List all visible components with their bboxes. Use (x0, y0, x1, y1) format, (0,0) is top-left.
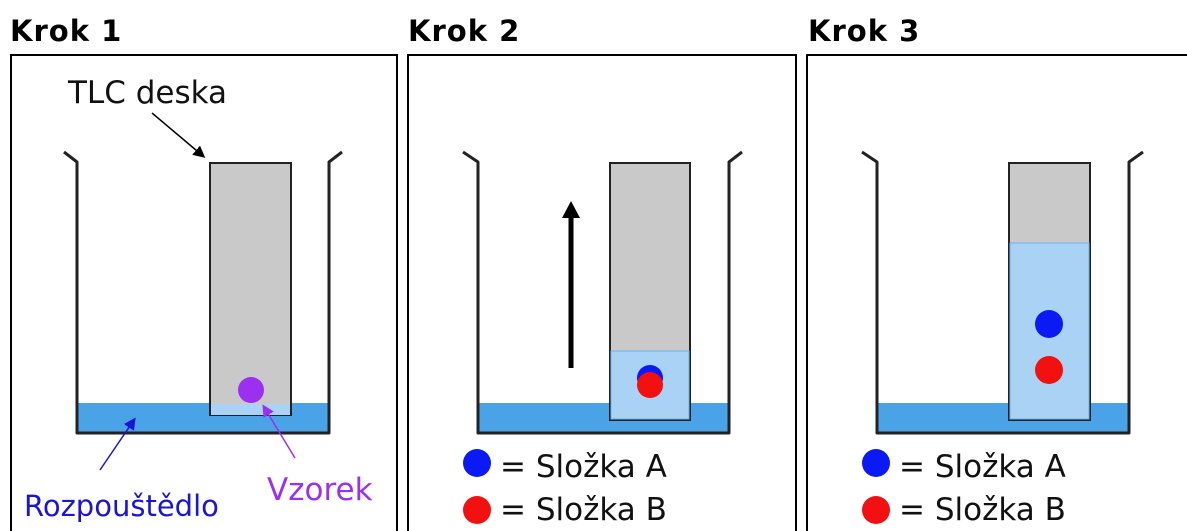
component-b-spot (637, 372, 663, 398)
panel-1-frame (10, 54, 398, 531)
legend-b-label: = Složka B (500, 492, 667, 528)
panel-3-frame (806, 54, 1187, 531)
sample-pointer-arrow (262, 404, 296, 459)
beaker (63, 150, 343, 435)
solvent-layer (877, 403, 1129, 433)
component-b-spot (1035, 356, 1063, 384)
legend-b-swatch (463, 496, 491, 524)
plate-label: TLC deska (67, 75, 227, 111)
component-a-spot (1035, 310, 1063, 338)
legend-b-label: = Složka B (899, 492, 1066, 528)
legend-a-swatch (862, 449, 890, 477)
panel-1: TLC deska Rozpouštědlo Vzorek (24, 75, 373, 523)
legend-a-swatch (463, 449, 491, 477)
legend-a-label: = Složka A (899, 449, 1066, 485)
solvent-label: Rozpouštědlo (24, 489, 219, 523)
step-1-title: Krok 1 (10, 14, 123, 48)
sample-spot (238, 377, 264, 403)
panel-2-frame (407, 54, 797, 531)
up-arrow-head (562, 201, 580, 218)
legend-a-label: = Složka A (500, 449, 667, 485)
panel-3: = Složka A = Složka B (861, 150, 1144, 528)
legend-b-swatch (862, 496, 890, 524)
panel-2: = Složka A = Složka B (462, 150, 743, 528)
tlc-plate (209, 162, 292, 416)
step-2-title: Krok 2 (408, 14, 521, 48)
solvent-pointer-arrow (99, 417, 136, 471)
beaker (861, 150, 1144, 435)
step-3-title: Krok 3 (808, 14, 921, 48)
sample-label: Vzorek (267, 472, 373, 508)
plate-pointer-arrow (151, 112, 206, 158)
beaker (462, 150, 743, 435)
wet-plate-region (211, 404, 290, 415)
solvent-layer (478, 403, 729, 433)
